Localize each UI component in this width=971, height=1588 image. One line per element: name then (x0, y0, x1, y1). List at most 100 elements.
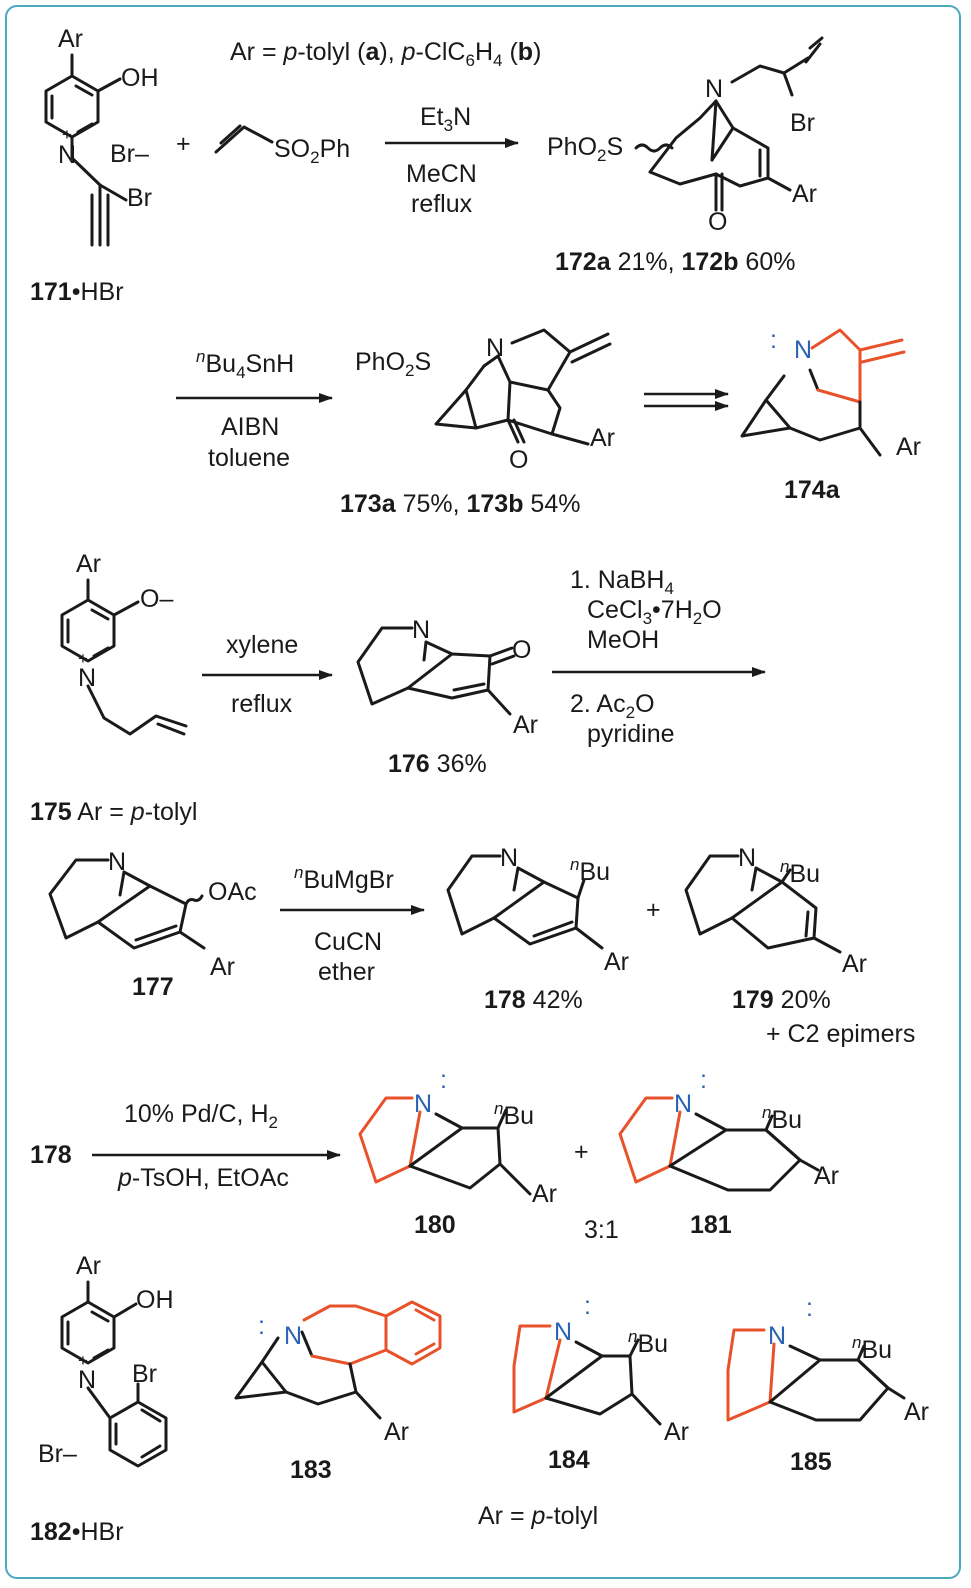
condition-et3n: Et3N (420, 103, 471, 135)
svg-text::: : (770, 326, 777, 354)
svg-text:Br–: Br– (38, 1440, 77, 1468)
svg-text:175 Ar = p-tolyl: 175 Ar = p-tolyl (30, 798, 197, 826)
svg-text:nBu: nBu (570, 855, 610, 886)
plus-sign: + (574, 1138, 589, 1166)
svg-text:nBu: nBu (852, 1333, 892, 1364)
aryl-label: Ar (58, 25, 83, 53)
svg-text:182•HBr: 182•HBr (30, 1518, 124, 1546)
svg-text:184: 184 (548, 1446, 590, 1474)
svg-text::: : (258, 1312, 265, 1340)
svg-text:Ar: Ar (76, 1252, 101, 1280)
svg-text:N: N (108, 848, 126, 876)
svg-text:N: N (500, 844, 518, 872)
svg-text:Ar: Ar (532, 1180, 557, 1208)
compound-174a: N : Ar 174a (740, 326, 921, 504)
product-ratio: 3:1 (584, 1216, 619, 1244)
svg-text:N: N (78, 664, 96, 692)
svg-text:N: N (738, 844, 756, 872)
aryl-footnote: Ar = p-tolyl (478, 1502, 598, 1530)
compound-178: N nBu Ar 178 42% (446, 844, 629, 1014)
svg-text:+ C2 epimers: + C2 epimers (766, 1020, 915, 1048)
svg-text:N: N (414, 1090, 432, 1118)
condition-solvent: toluene (208, 444, 290, 472)
phenyl-vinyl-sulfone: SO2Ph (214, 124, 350, 167)
nitrogen-label: N (58, 141, 76, 169)
svg-text:Ar: Ar (513, 711, 538, 739)
svg-text:Ar: Ar (896, 433, 921, 461)
svg-text:nBu: nBu (762, 1103, 802, 1134)
svg-text:N: N (554, 1318, 572, 1346)
svg-text:N: N (674, 1090, 692, 1118)
svg-text:N: N (794, 336, 812, 364)
svg-text:+: + (78, 1351, 88, 1370)
svg-text:185: 185 (790, 1448, 832, 1476)
hydroxyl-label: OH (121, 64, 159, 92)
svg-text:N: N (768, 1322, 786, 1350)
svg-text:1. NaBH4: 1. NaBH4 (570, 566, 674, 598)
svg-text:178 42%: 178 42% (484, 986, 583, 1014)
svg-text:N: N (486, 334, 504, 362)
compound-175: Ar O– N + 175 Ar = p-tolyl (30, 550, 197, 826)
plus-charge: + (62, 125, 72, 144)
compound-184: N : nBu Ar 184 (512, 1292, 689, 1474)
svg-text:Ar: Ar (814, 1162, 839, 1190)
compound-182: Ar OH N + Br Br– 182•HBr (30, 1252, 174, 1546)
compound-181: N : nBu Ar 181 (618, 1066, 839, 1239)
svg-text:O: O (509, 446, 528, 474)
svg-text:O: O (708, 208, 727, 236)
svg-text:172a 21%, 172b 60%: 172a 21%, 172b 60% (555, 248, 795, 276)
condition-temperature: reflux (231, 690, 293, 718)
svg-text::: : (700, 1066, 707, 1094)
svg-text:Br: Br (132, 1360, 157, 1388)
compound-183: N : Ar 183 (234, 1300, 442, 1484)
svg-text:Ar: Ar (76, 550, 101, 578)
svg-text:179 20%: 179 20% (732, 986, 831, 1014)
compound-172: PhO2S N Br O Ar 172a 21%, 172b 60% (547, 36, 824, 276)
compound-176: N O Ar 176 36% (356, 616, 538, 778)
bromo-label: Br (127, 184, 152, 212)
svg-text:PhO2S: PhO2S (355, 348, 431, 380)
svg-text:OAc: OAc (208, 878, 257, 906)
svg-text:PhO2S: PhO2S (547, 133, 623, 165)
svg-text::: : (806, 1294, 813, 1322)
svg-text:N: N (705, 75, 723, 103)
svg-text:p-TsOH, EtOAc: p-TsOH, EtOAc (117, 1164, 289, 1192)
svg-text:N: N (412, 616, 430, 644)
compound-177: N OAc Ar 177 (48, 848, 257, 1001)
svg-text:+: + (78, 649, 88, 668)
svg-text:CeCl3•7H2O: CeCl3•7H2O (587, 596, 722, 628)
compound-180: N : nBu Ar 180 (358, 1066, 557, 1239)
svg-text:171•HBr: 171•HBr (30, 278, 124, 306)
svg-text:Ar: Ar (384, 1418, 409, 1446)
svg-text:174a: 174a (784, 476, 841, 504)
svg-text:O: O (512, 636, 531, 664)
compound-171: Ar OH N + Br– Br 171•HBr (30, 25, 159, 306)
condition-initiator: AIBN (221, 413, 279, 441)
svg-text:CuCN: CuCN (314, 928, 382, 956)
condition-solvent: xylene (226, 631, 298, 659)
svg-text:176 36%: 176 36% (388, 750, 487, 778)
svg-text:nBuMgBr: nBuMgBr (294, 863, 394, 894)
svg-text:SO2Ph: SO2Ph (274, 135, 350, 167)
svg-text:O–: O– (140, 585, 173, 613)
svg-text:Ar: Ar (904, 1398, 929, 1426)
svg-text:181: 181 (690, 1211, 732, 1239)
bromide-label: Br– (110, 140, 149, 168)
compound-179: N nBu Ar 179 20% + C2 epimers (684, 844, 915, 1048)
svg-text:2. Ac2O: 2. Ac2O (570, 690, 655, 722)
svg-text:177: 177 (132, 973, 174, 1001)
starting-material-178: 178 (30, 1141, 72, 1169)
svg-text:173a 75%, 173b 54%: 173a 75%, 173b 54% (340, 490, 580, 518)
plus-sign: + (646, 896, 661, 924)
svg-text:nBu: nBu (628, 1327, 668, 1358)
svg-text:nBu: nBu (494, 1099, 534, 1130)
compound-185: N : nBu Ar 185 (726, 1294, 929, 1476)
svg-text::: : (584, 1292, 591, 1320)
svg-text:ether: ether (318, 958, 375, 986)
svg-text:Ar: Ar (842, 950, 867, 978)
svg-text:N: N (78, 1366, 96, 1394)
svg-text:MeOH: MeOH (587, 626, 659, 654)
compound-suffix: •HBr (72, 278, 124, 306)
svg-text:pyridine: pyridine (587, 720, 675, 748)
